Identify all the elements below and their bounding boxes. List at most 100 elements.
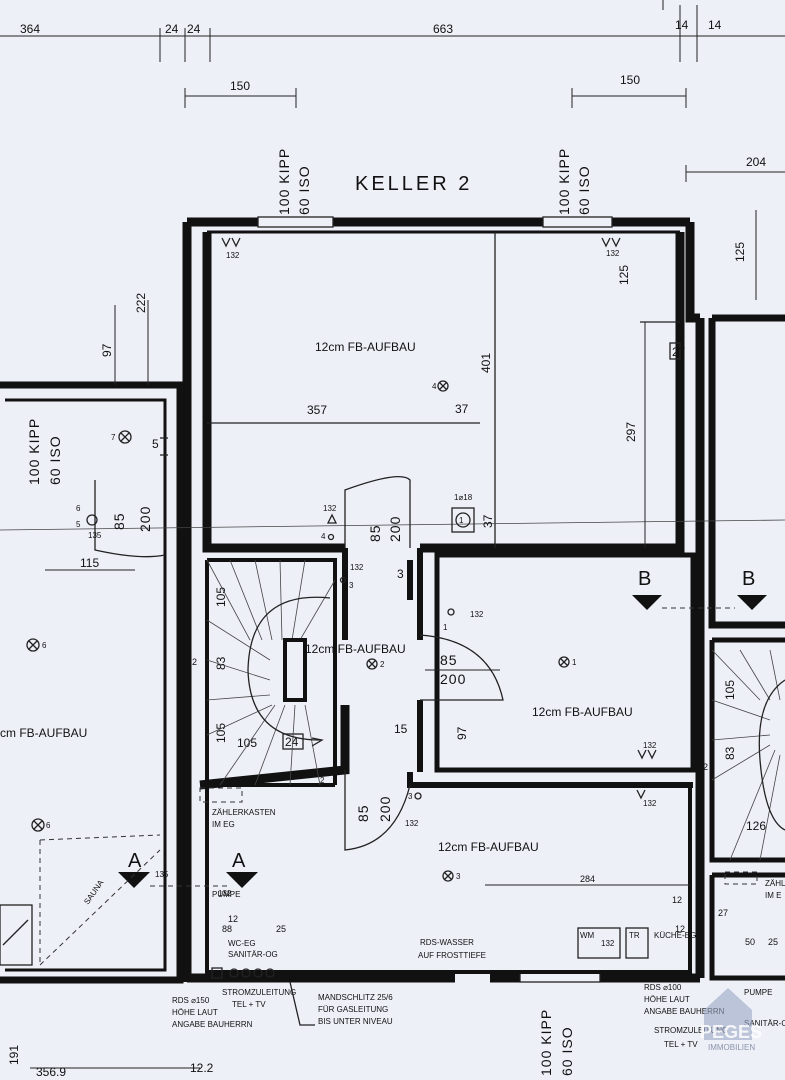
room-label-1: 12cm FB-AUFBAU: [315, 340, 416, 354]
sauna-area: SAUNA: [0, 834, 161, 966]
light-icon: [366, 658, 378, 670]
note-sanitaer-2: SANITÄR-OG: [744, 1019, 785, 1028]
outlet-label-135: 135: [88, 531, 102, 540]
note-rds100: RDS ⌀100: [644, 983, 682, 992]
switch-label-c: 132: [323, 504, 337, 513]
light-num-2: 2: [380, 660, 385, 669]
switch-num-3: 3: [349, 581, 354, 590]
note-mauer-3: BIS UNTER NIVEAU: [318, 1017, 393, 1026]
dim-364: 364: [20, 22, 40, 36]
dim-14a: 14: [675, 18, 689, 32]
ceiling-lights: 4 7 6 6 2 1 3: [26, 380, 577, 882]
note-pumpe: PUMPE: [212, 890, 240, 899]
light-num-7: 7: [111, 433, 116, 442]
switch-label-b: 132: [606, 249, 620, 258]
dim-25a: 25: [276, 924, 286, 934]
note-zaehler-4: IM E: [765, 891, 781, 900]
note-wm: WM: [580, 931, 595, 940]
top-dimension-chain: 364 24 24 663 14 14: [0, 0, 785, 62]
switch-label-e: 132: [470, 610, 484, 619]
dim-37b: 37: [481, 514, 495, 528]
dim-12c: 12: [675, 924, 685, 934]
logo: PEGES IMMOBILIEN: [700, 988, 762, 1052]
dim-200b: 200: [387, 516, 403, 542]
note-kueche: KÜCHE-EG: [654, 931, 696, 940]
room-divider-lines: [0, 232, 785, 548]
note-mauer-1: MANDSCHLITZ 25/6: [318, 993, 393, 1002]
dim-200d: 200: [377, 796, 393, 822]
note-rds150: RDS ⌀150: [172, 996, 210, 1005]
section-135: 135: [155, 870, 169, 879]
dim-25b: 25: [768, 937, 778, 947]
outlet-num-6: 6: [76, 504, 81, 513]
dim-12a: 12: [672, 895, 682, 905]
stair-note-2: 2: [192, 657, 197, 667]
switch-label-j: 132: [601, 939, 615, 948]
dim-222: 222: [134, 293, 148, 313]
dim-85d: 85: [355, 804, 371, 822]
dim-297: 297: [624, 422, 638, 442]
stair-note-2b: 2: [703, 762, 708, 772]
switch-label-d: 132: [350, 563, 364, 572]
annotations: ZÄHLERKASTEN IM EG PUMPE WC-EG SANITÄR-O…: [172, 787, 785, 1049]
dim-12b: 12: [228, 914, 238, 924]
light-num-3: 3: [456, 872, 461, 881]
window-3-iso: 60 ISO: [47, 435, 63, 485]
plan-title: KELLER 2: [355, 173, 472, 195]
dim-3569: 356.9: [36, 1065, 66, 1079]
dim-663: 663: [433, 22, 453, 36]
outlet-num-5: 5: [76, 520, 81, 529]
note-mauer-2: FÜR GASLEITUNG: [318, 1005, 388, 1014]
dim-24b: 24: [187, 22, 201, 36]
note-wceg: WC-EG: [228, 939, 256, 948]
dim-37a: 37: [455, 402, 469, 416]
dim-105c: 105: [237, 736, 257, 750]
section-a-right: A: [232, 850, 246, 872]
section-b-right: B: [742, 568, 755, 590]
switch-num-4: 4: [321, 532, 326, 541]
room-label-2: 12cm FB-AUFBAU: [305, 642, 406, 656]
note-frost: AUF FROSTTIEFE: [418, 951, 486, 960]
dim-357: 357: [307, 403, 327, 417]
switch-label-h: 132: [405, 819, 419, 828]
dim-122: 12.2: [190, 1061, 214, 1075]
dim-3: 3: [397, 567, 404, 581]
dim-204: 204: [746, 155, 766, 169]
inner-dimensions: 125 222 97 401 357 37 27 297 5 85 200 11…: [7, 265, 778, 1079]
switch-num-2: 2: [320, 776, 325, 785]
light-num-1: 1: [572, 658, 577, 667]
dim-200a: 200: [137, 506, 153, 532]
room-label-5: cm FB-AUFBAU: [0, 726, 87, 740]
note-pumpe-2: PUMPE: [744, 988, 772, 997]
staircase-left: 2: [192, 559, 336, 786]
window-1-kipp: 100 KIPP: [276, 148, 292, 215]
logo-text: PEGES: [700, 1022, 762, 1042]
dim-150a: 150: [230, 79, 250, 93]
note-rds-wasser: RDS-WASSER: [420, 938, 474, 947]
switch-label-g: 132: [643, 799, 657, 808]
dim-105b: 105: [214, 723, 228, 743]
dim-125b: 125: [733, 242, 747, 262]
note-strom-2: TEL + TV: [232, 1000, 266, 1009]
dim-85b: 85: [367, 524, 383, 542]
note-hoehe-2: HÖHE LAUT: [644, 995, 690, 1004]
light-icon: [31, 818, 45, 832]
dim-115: 115: [80, 556, 99, 570]
room-label-3: 12cm FB-AUFBAU: [532, 705, 633, 719]
section-markers: B B A A 135: [118, 568, 767, 888]
note-tr: TR: [629, 931, 640, 940]
logo-sub: IMMOBILIEN: [708, 1043, 755, 1052]
light-icon: [558, 656, 570, 668]
switch-label-i: 132: [218, 889, 232, 898]
section-a-left: A: [128, 850, 142, 872]
dim-126: 126: [746, 819, 766, 833]
switch-label-a: 132: [226, 251, 240, 260]
switches: 132 132 132 4 132 3 1 132 132 132 3 132 …: [76, 237, 657, 948]
section-b-left: B: [638, 568, 651, 590]
dim-85c: 85: [440, 652, 458, 668]
switch-num-1: 1: [443, 623, 448, 632]
note-sanitaer: SANITÄR-OG: [228, 950, 278, 959]
room-label-4: 12cm FB-AUFBAU: [438, 840, 539, 854]
staircase-right: 2: [703, 649, 785, 861]
